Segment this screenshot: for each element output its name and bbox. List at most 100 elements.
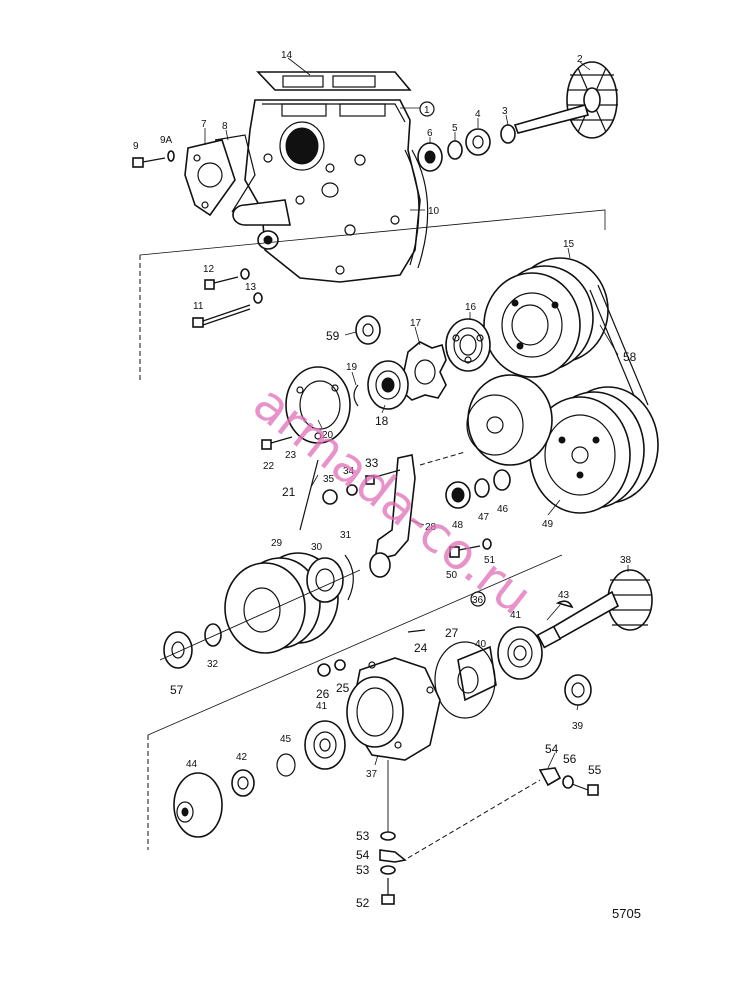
bushing-40-part	[457, 645, 497, 702]
idler-disc-part	[466, 374, 553, 466]
callout-circle-36	[470, 591, 486, 607]
flange-20-part	[285, 366, 351, 444]
washer-13	[253, 292, 263, 304]
bearing-41-upper-part	[497, 626, 543, 680]
circlip-31	[344, 554, 354, 601]
frame-top	[139, 209, 606, 256]
callout-46: 46	[497, 504, 509, 515]
callout-32: 32	[207, 659, 219, 670]
washer-47	[474, 478, 490, 498]
circlip-32	[204, 623, 222, 647]
callout-27: 27	[445, 626, 459, 640]
seal-59-part	[355, 315, 381, 345]
bolt-11	[192, 304, 251, 328]
callout-4: 4	[475, 109, 481, 120]
callout-41-lower: 41	[316, 701, 328, 712]
key-43	[555, 600, 574, 609]
wire-dashed	[407, 779, 541, 859]
washer-57	[163, 631, 193, 669]
nut-26	[317, 663, 331, 677]
callout-24: 24	[414, 641, 428, 655]
bolt-stack-55	[538, 767, 599, 796]
bolt-stack-52	[379, 760, 407, 905]
figure-number: 5705	[612, 906, 641, 921]
callout-17: 17	[410, 318, 422, 329]
callout-25: 25	[336, 681, 350, 695]
callout-23: 23	[285, 450, 297, 461]
callout-14: 14	[281, 50, 293, 61]
callout-9: 9	[133, 141, 139, 152]
callout-15: 15	[563, 239, 575, 250]
callout-circle-1	[419, 101, 435, 117]
callout-48: 48	[452, 520, 464, 531]
callout-16: 16	[465, 302, 477, 313]
callout-13: 13	[245, 282, 257, 293]
nut-35	[322, 489, 338, 505]
pulley-15-part	[483, 257, 609, 378]
shaft-group	[147, 554, 653, 905]
bolt-50	[449, 538, 492, 558]
callout-1: 1	[424, 105, 430, 116]
leader-lines	[204, 57, 629, 769]
callout-38: 38	[620, 555, 632, 566]
bolt-12	[204, 268, 250, 290]
bearing-30-part	[306, 557, 344, 603]
housing-group	[132, 61, 618, 380]
circlip-19	[353, 384, 359, 407]
callout-53-lower: 53	[356, 863, 370, 877]
callout-42: 42	[236, 752, 248, 763]
coupling-17-part	[399, 341, 447, 401]
callout-34: 34	[343, 466, 355, 477]
callout-2: 2	[577, 54, 583, 65]
gear-shaft-38-part	[536, 569, 653, 649]
washer-34	[346, 484, 358, 496]
pulley-49-part	[529, 386, 659, 514]
washer-46	[493, 469, 511, 491]
callout-31: 31	[340, 530, 352, 541]
callout-49: 49	[542, 519, 554, 530]
washer-25	[334, 659, 346, 671]
callout-29: 29	[271, 538, 283, 549]
callout-12: 12	[203, 264, 215, 275]
o-ring-27	[434, 641, 496, 719]
callout-10: 10	[428, 206, 440, 217]
callout-53-upper: 53	[356, 829, 370, 843]
callout-58: 58	[623, 350, 637, 364]
cover-plate-part	[184, 134, 256, 217]
callout-41-upper: 41	[510, 610, 522, 621]
callout-3: 3	[502, 106, 508, 117]
callout-35: 35	[323, 474, 335, 485]
callout-28: 28	[425, 522, 437, 533]
bolt-22	[261, 436, 293, 450]
callout-45: 45	[280, 734, 292, 745]
callout-43: 43	[558, 590, 570, 601]
pulley-group	[159, 257, 659, 669]
bolt-33	[365, 469, 401, 485]
callout-37: 37	[366, 769, 378, 780]
callout-7: 7	[201, 119, 207, 130]
callout-47: 47	[478, 512, 490, 523]
bearing-housing-37-part	[346, 657, 441, 761]
callout-20: 20	[322, 430, 334, 441]
bolt-9	[132, 150, 175, 168]
callout-44: 44	[186, 759, 198, 770]
impeller-part	[513, 61, 618, 139]
callout-33: 33	[365, 456, 379, 470]
callout-51: 51	[484, 555, 496, 566]
bearing-41-lower-part	[304, 720, 346, 770]
bushing-48-part	[445, 481, 471, 509]
callout-54-upper: 54	[545, 742, 559, 756]
washer-42	[231, 769, 255, 797]
callout-8: 8	[222, 121, 228, 132]
shaft-axis-line	[159, 569, 361, 661]
bearing-16-part	[445, 318, 491, 372]
callout-9a: 9A	[160, 135, 173, 146]
bearing-18-part	[367, 360, 409, 410]
stud-24	[407, 629, 426, 633]
callout-57: 57	[170, 683, 184, 697]
callout-36: 36	[472, 595, 484, 606]
callout-11: 11	[193, 301, 204, 312]
gear-housing-part	[232, 99, 421, 283]
callout-55: 55	[588, 763, 602, 777]
